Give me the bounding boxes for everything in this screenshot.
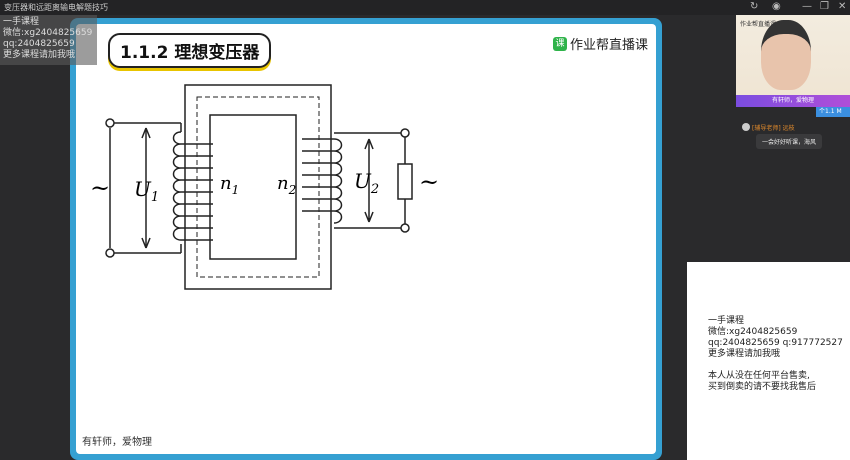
panel-spacer (708, 360, 843, 371)
ac-symbol-right: ~ (419, 168, 439, 196)
transformer-diagram: ~ ~ U1 U2 n1 n2 (90, 84, 439, 290)
panel-line: 更多课程请加我哦 (708, 349, 781, 359)
terminal (400, 223, 410, 233)
overlay-line: qq:2404825659 (3, 39, 75, 49)
watermark-overlay: 一手课程 微信:xg2404825659 qq:2404825659 更多课程请… (0, 15, 97, 65)
panel-line: 买到倒卖的请不要找我售后 (708, 382, 817, 392)
label-u2: U2 (354, 169, 379, 197)
label-n1: n1 (220, 173, 239, 197)
refresh-icon[interactable]: ↻ (750, 1, 759, 12)
camera-banner: 有轩师，爱物理 (736, 95, 850, 107)
primary-coil (172, 131, 213, 241)
panel-line: 一手课程 (708, 316, 745, 326)
camera-logo: 作业帮直播课 (740, 21, 777, 28)
panel-line: 微信:xg2404825659 (708, 327, 798, 337)
teacher-face (761, 20, 811, 90)
logo-text: 作业帮直播课 (569, 38, 648, 53)
core-window (209, 114, 297, 260)
info-panel: 一手课程 微信:xg2404825659 qq:2404825659 q:917… (687, 262, 850, 460)
overlay-line: 微信:xg2404825659 (3, 28, 93, 38)
network-tag: 个1.1 M (816, 107, 850, 117)
terminal (105, 248, 115, 258)
slide: 1.1.2 理想变压器 课作业帮直播课 ~ ~ U1 U2 n1 n2 有轩师，… (70, 18, 662, 460)
label-n2: n2 (277, 173, 296, 197)
logo-icon: 课 (552, 36, 567, 51)
close-icon[interactable]: ✕ (838, 1, 847, 12)
terminal (105, 118, 115, 128)
chat-message: 一会好好听课，海风 (756, 134, 823, 149)
flux-path (196, 96, 320, 278)
slide-footer: 有轩师，爱物理 (82, 437, 152, 448)
panel-line: 本人从没在任何平台售卖, (708, 371, 810, 381)
title-bar: 变压器和远距离输电解题技巧 ↻ ◉ — ❐ ✕ (0, 0, 850, 15)
chat-sender: [辅导老师] 远枝 (752, 125, 795, 132)
label-u1: U1 (134, 177, 159, 205)
minimize-icon[interactable]: — (802, 1, 812, 12)
window-title: 变压器和远距离输电解题技巧 (4, 3, 108, 12)
restore-icon[interactable]: ❐ (820, 1, 829, 12)
panel-line: qq:2404825659 q:917772527 (708, 338, 843, 348)
brand-logo: 课作业帮直播课 (552, 34, 648, 53)
avatar (742, 123, 750, 131)
eye-icon[interactable]: ◉ (772, 1, 781, 12)
slide-title: 1.1.2 理想变压器 (108, 33, 272, 68)
ac-source-left: ~ (90, 174, 110, 202)
overlay-line: 更多课程请加我哦 (3, 50, 76, 60)
terminal (400, 128, 410, 138)
secondary-coil (302, 138, 343, 224)
overlay-line: 一手课程 (3, 17, 40, 27)
teacher-video[interactable]: 作业帮直播课 有轩师，爱物理 (736, 15, 850, 107)
